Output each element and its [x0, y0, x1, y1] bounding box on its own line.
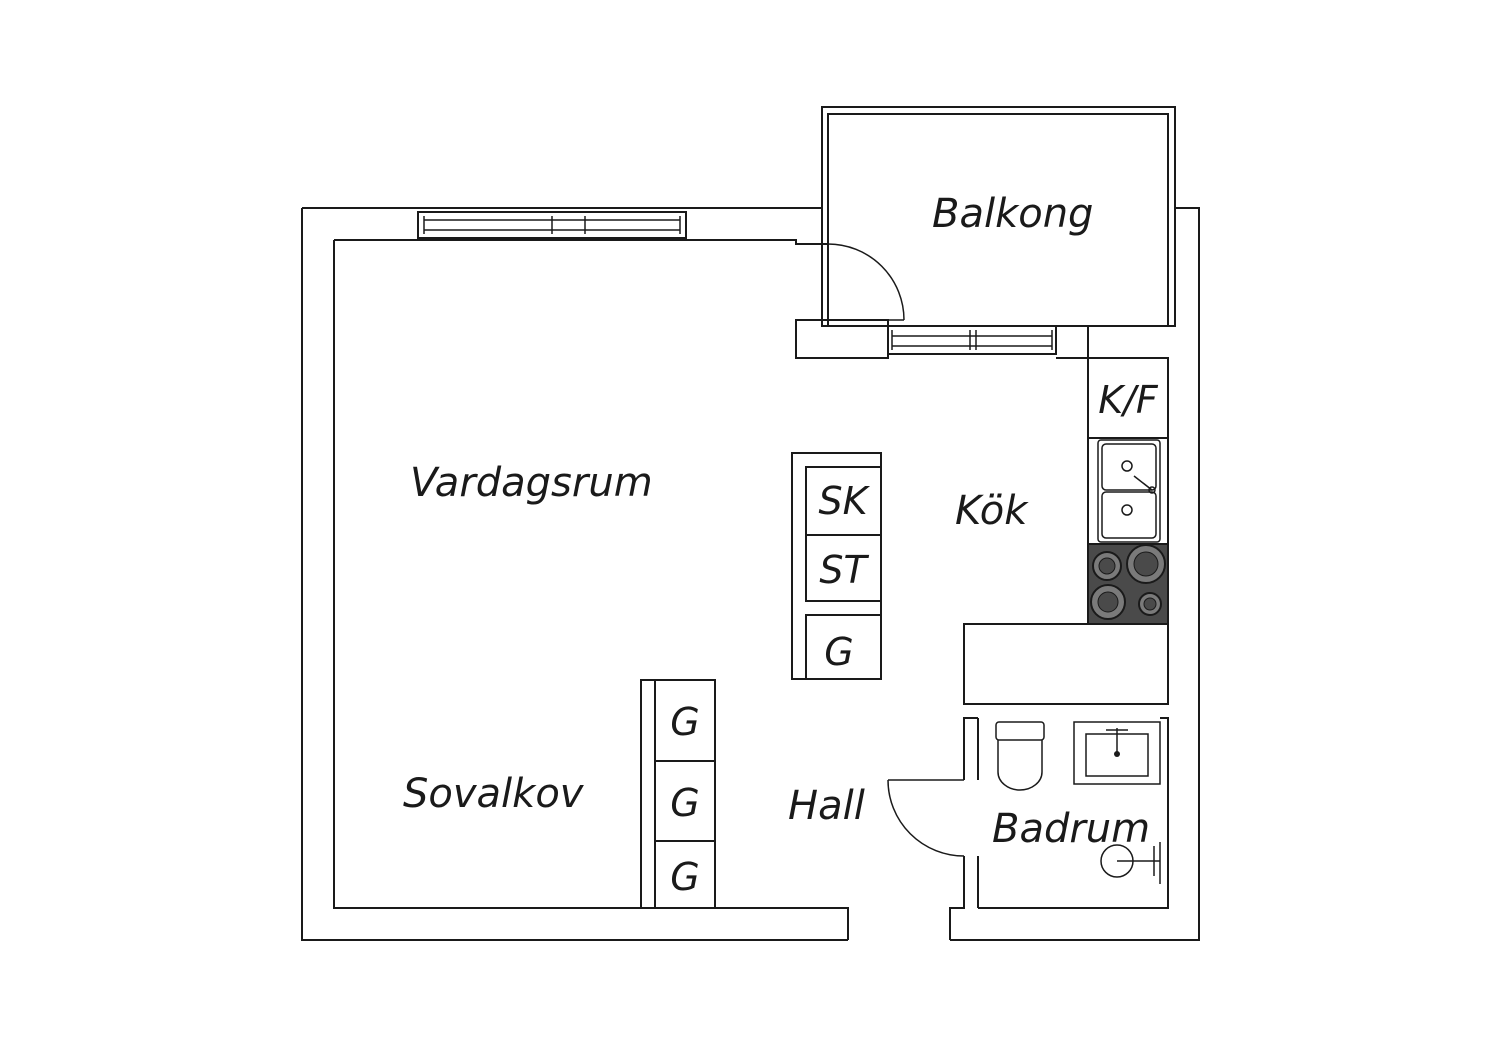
room-label-hall: Hall — [788, 783, 865, 829]
kitchen-cabinets — [791, 452, 882, 680]
room-label-vardagsrum: Vardagsrum — [410, 460, 653, 506]
exterior-walls — [301, 207, 1200, 941]
room-label-sovalkov: Sovalkov — [403, 771, 585, 817]
bathroom-door — [887, 779, 965, 857]
wardrobe-label-g-1: G — [670, 700, 699, 744]
room-label-kok: Kök — [955, 488, 1029, 534]
room-label-balkong: Balkong — [932, 191, 1093, 237]
cabinet-label-g-kitchen: G — [824, 630, 853, 674]
cabinet-label-st: ST — [819, 548, 869, 592]
kitchen-sink-icon — [1097, 439, 1161, 543]
window-vardagsrum — [417, 211, 687, 239]
room-label-badrum: Badrum — [992, 806, 1150, 852]
wardrobe-label-g-3: G — [670, 855, 699, 899]
hall-wardrobes — [640, 679, 716, 909]
shower-icon — [1100, 842, 1161, 884]
balcony-door — [827, 243, 905, 321]
washbasin-icon — [1073, 721, 1161, 785]
toilet-icon — [995, 721, 1045, 791]
fridge-freezer-label: K/F — [1098, 378, 1159, 422]
wardrobe-label-g-2: G — [670, 781, 699, 825]
stove-icon — [1087, 543, 1169, 625]
window-balkong — [887, 325, 1057, 355]
cabinet-label-sk: SK — [818, 479, 870, 523]
